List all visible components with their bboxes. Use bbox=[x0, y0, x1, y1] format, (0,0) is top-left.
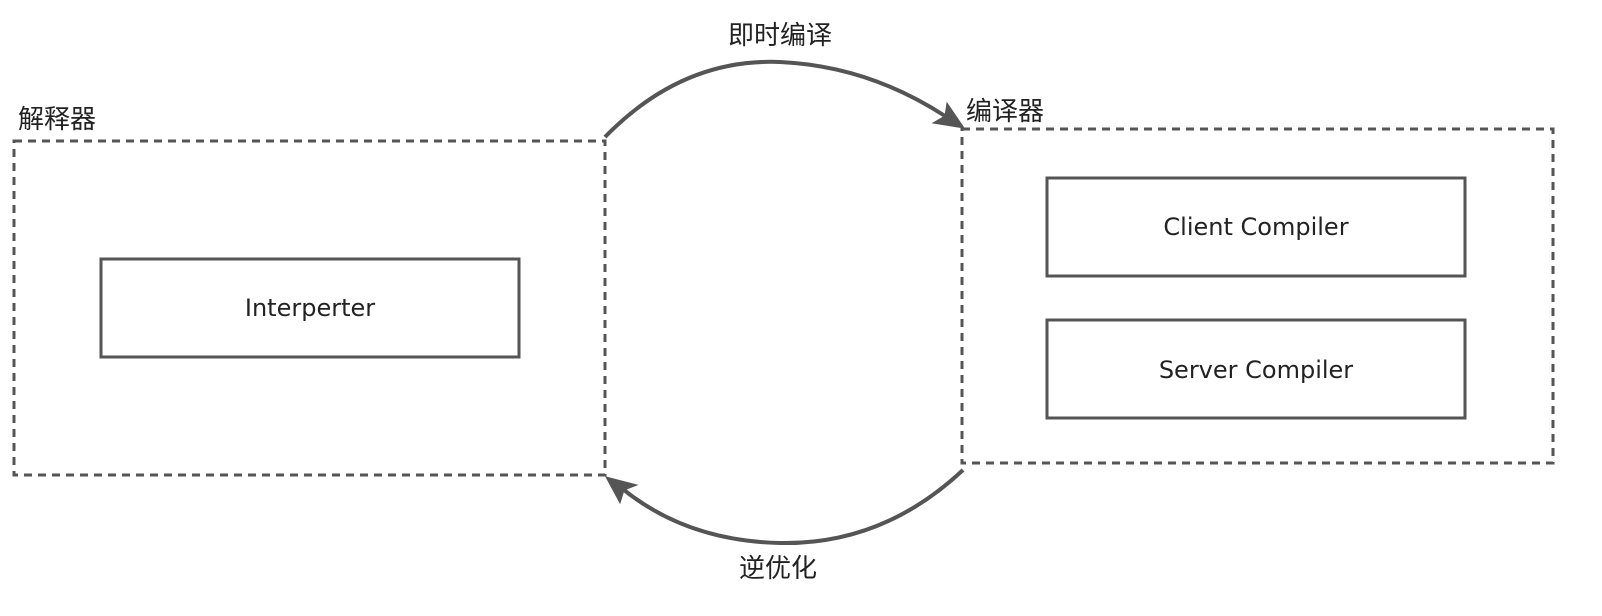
deoptimization-arrowhead bbox=[605, 476, 639, 505]
compiler-group: 编译器 Client Compiler Server Compiler bbox=[960, 97, 1555, 465]
compiler-group-border bbox=[960, 127, 1555, 465]
interpreter-node-box bbox=[99, 257, 521, 359]
jit-compile-edge: 即时编译 bbox=[603, 21, 966, 139]
deoptimization-arc bbox=[622, 468, 965, 546]
deoptimization-edge: 逆优化 bbox=[605, 468, 965, 584]
interpreter-node-label: Interperter bbox=[245, 294, 375, 322]
server-compiler-box bbox=[1045, 318, 1467, 420]
interpreter-group-border bbox=[12, 139, 607, 477]
deoptimization-label: 逆优化 bbox=[739, 554, 817, 584]
jit-compile-arc bbox=[603, 59, 947, 139]
server-compiler-label: Server Compiler bbox=[1159, 356, 1353, 384]
compiler-group-label: 编译器 bbox=[966, 97, 1044, 127]
interpreter-group-label: 解释器 bbox=[18, 105, 96, 135]
interpreter-group: 解释器 Interperter bbox=[12, 105, 607, 477]
jit-compile-label: 即时编译 bbox=[728, 21, 832, 51]
client-compiler-box bbox=[1045, 176, 1467, 278]
client-compiler-node: Client Compiler bbox=[1045, 176, 1467, 278]
interpreter-node: Interperter bbox=[99, 257, 521, 359]
client-compiler-label: Client Compiler bbox=[1163, 213, 1348, 241]
jit-compile-arrowhead bbox=[931, 101, 966, 129]
server-compiler-node: Server Compiler bbox=[1045, 318, 1467, 420]
